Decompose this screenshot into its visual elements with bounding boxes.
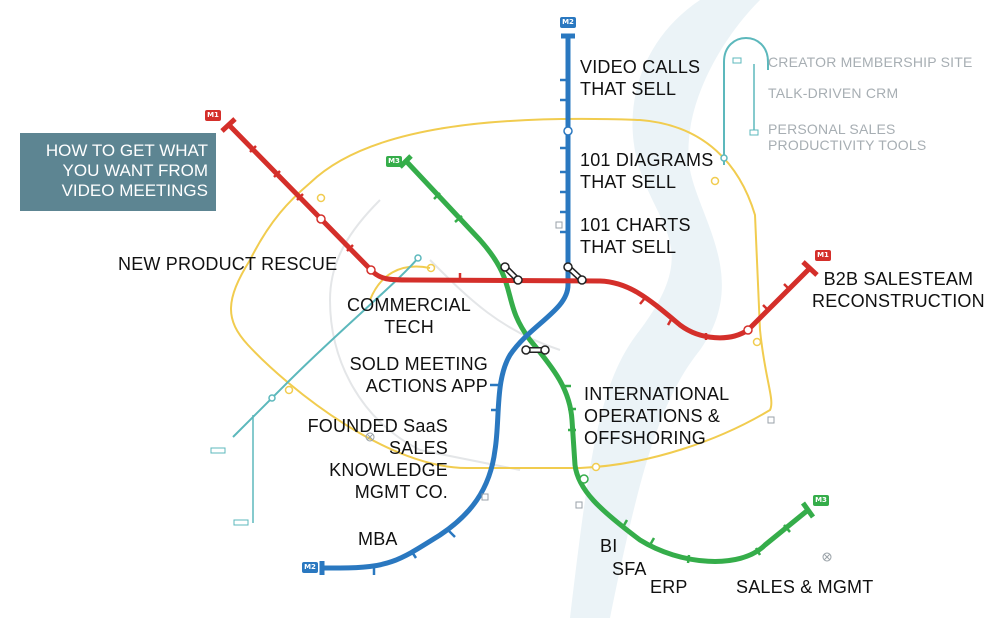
- m1-line: [227, 123, 812, 341]
- m1-badge-right: M1: [815, 250, 831, 261]
- m1-terminal-bar: [801, 260, 819, 277]
- m3-badge-left: M3: [386, 156, 402, 167]
- m1-terminal-bar: [220, 117, 237, 133]
- branch-line-left: [232, 257, 419, 438]
- m2-ticks: [372, 78, 568, 575]
- branch-terminal-icon: [233, 519, 249, 526]
- branch-terminal-icon: [210, 447, 226, 454]
- branch-terminal-icon: [732, 57, 742, 64]
- transfer-m3-m1: [500, 262, 523, 285]
- m1-station: [743, 325, 753, 335]
- branch-label-talk-driven: TALK-DRIVEN CRM: [768, 85, 899, 101]
- station-label-sfa: SFA: [612, 559, 647, 579]
- branch-line-top: [723, 37, 769, 165]
- station-label-new-product-rescue: NEW PRODUCT RESCUE: [118, 254, 338, 274]
- m3-line: [404, 159, 810, 564]
- m3-station: [579, 474, 589, 484]
- transfer-m2-m3: [521, 345, 550, 355]
- branch-station: [268, 394, 276, 402]
- branch-station: [414, 254, 422, 262]
- circle-station: [710, 176, 720, 186]
- station-label-erp: ERP: [650, 577, 688, 597]
- m3-terminal-bar: [800, 501, 816, 519]
- branch-terminal-icon: [749, 129, 759, 136]
- circle-line: [230, 117, 773, 470]
- branch-station: [720, 154, 728, 162]
- m2-badge: M2: [560, 17, 576, 28]
- m1-station: [316, 214, 326, 224]
- m3-ticks: [433, 192, 791, 564]
- branch-label-creator: CREATOR MEMBERSHIP SITE: [768, 54, 973, 70]
- circle-line-inner: [369, 265, 431, 301]
- transfer-m2-m1: [563, 262, 587, 285]
- title-line-3: VIDEO MEETINGS: [61, 181, 208, 200]
- station-label-sales-mgmt: SALES & MGMT: [736, 577, 874, 597]
- m1-ticks: [249, 145, 791, 340]
- station-label-bi: BI: [600, 536, 618, 556]
- title-line-1: HOW TO GET WHAT: [45, 141, 208, 160]
- map-title: HOW TO GET WHAT YOU WANT FROM VIDEO MEET…: [20, 133, 216, 211]
- m2-line: [322, 38, 571, 571]
- circle-station: [591, 462, 601, 472]
- m1-badge-left: M1: [205, 110, 221, 121]
- circle-station: [316, 193, 326, 203]
- background-road: [328, 199, 521, 471]
- station-label-mba: MBA: [358, 529, 398, 549]
- map-symbol-icon: [365, 221, 832, 562]
- background-road: [429, 259, 561, 351]
- m2-badge-bottom: M2: [302, 562, 318, 573]
- circle-station: [284, 385, 294, 395]
- title-line-2: YOU WANT FROM: [62, 161, 208, 180]
- circle-station: [752, 337, 762, 347]
- m2-station: [563, 126, 573, 136]
- m1-station: [366, 265, 376, 275]
- m3-badge-right: M3: [813, 495, 829, 506]
